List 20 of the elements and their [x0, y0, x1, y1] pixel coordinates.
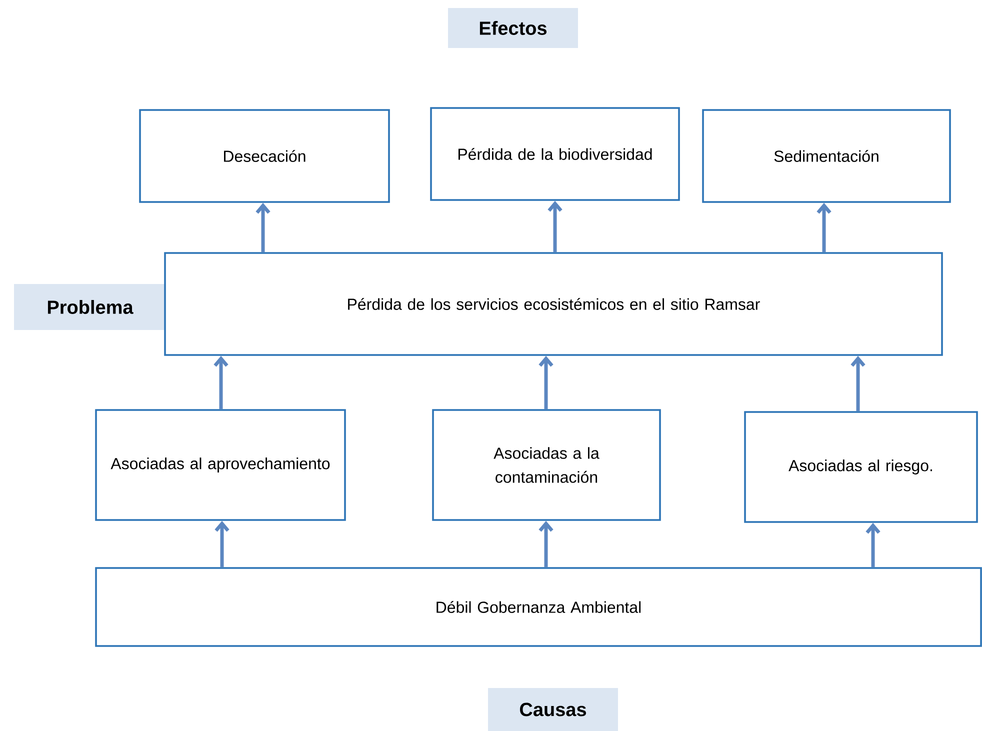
text-box: Débil Gobernanza Ambiental [95, 567, 982, 647]
text-box: Asociadas a la contaminación [432, 409, 661, 521]
text-box: Asociadas al riesgo. [744, 411, 978, 523]
arrow [256, 202, 270, 252]
arrow [548, 200, 562, 252]
heading-label: Causas [488, 688, 618, 731]
arrow [816, 202, 832, 252]
arrow [850, 356, 866, 412]
arrow [538, 520, 554, 568]
arrow [214, 520, 230, 568]
heading-label: Problema [14, 284, 166, 330]
text-box: Desecación [139, 109, 390, 203]
text-box: Asociadas al aprovechamiento [95, 409, 346, 521]
text-box: Pérdida de los servicios ecosistémicos en el sitio Ramsar [164, 252, 943, 356]
arrow [214, 356, 228, 410]
arrow [866, 522, 880, 568]
arrow [538, 356, 554, 410]
heading-label: Efectos [448, 8, 578, 48]
text-box: Sedimentación [702, 109, 951, 203]
text-box: Pérdida de la biodiversidad [430, 107, 680, 201]
